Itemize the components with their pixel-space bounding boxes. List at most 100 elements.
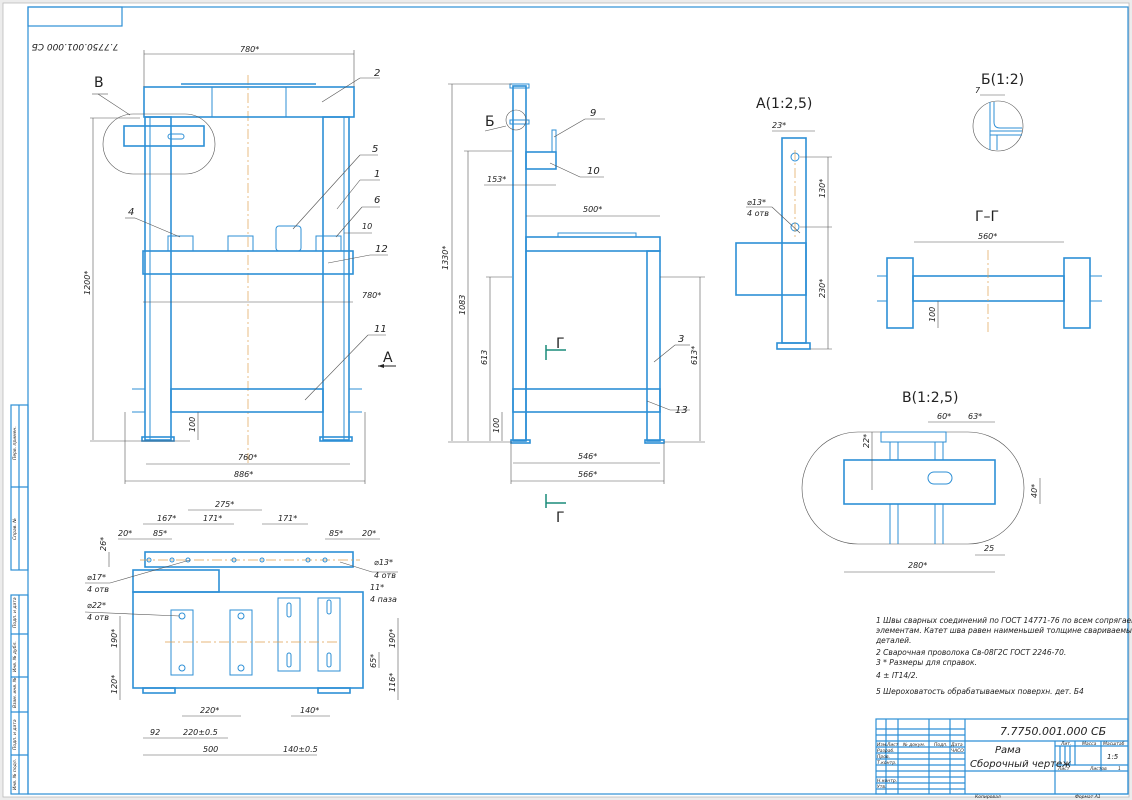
position-11: 11	[374, 324, 387, 335]
tb-sheets-value: 1	[1118, 766, 1121, 772]
note-1-line: элементам. Катет шва равен наименьшей то…	[876, 626, 1132, 635]
position-10: 10	[587, 166, 600, 177]
side-strip-label: Взам. инв. №	[12, 677, 18, 708]
dim-v-25: 25	[984, 544, 994, 553]
position-13: 13	[675, 405, 688, 416]
dim-side-1083: 1083	[458, 295, 467, 315]
view-v-marker: В	[94, 75, 104, 91]
technical-notes: 1 Швы сварных соединений по ГОСТ 14771-7…	[875, 616, 1132, 696]
tb-title-line2: Сборочный чертеж	[970, 758, 1071, 770]
dim-a-130: 130*	[818, 179, 827, 198]
callout-slot-11-count: 4 паза	[370, 595, 397, 604]
front-view: В 780* 1200* 780* 760* 886* 100 10 2 5 1…	[83, 45, 396, 484]
callout-slot-11: 11*	[370, 583, 384, 592]
dim-plan-190b: 190*	[388, 629, 397, 648]
callout-hole-13-count: 4 отв	[374, 571, 396, 580]
dim-plan-120: 120*	[110, 675, 119, 694]
dim-plan-20b: 20*	[362, 529, 376, 538]
position-9: 9	[590, 108, 596, 119]
dim-front-10: 10	[362, 222, 372, 231]
tb-row-approved: Утв.	[877, 784, 886, 790]
tb-header-izm: Изм.	[877, 742, 888, 748]
drawing-frame	[27, 6, 1129, 795]
section-g-marker-bottom: Г	[556, 510, 565, 526]
dim-side-100: 100	[492, 418, 501, 433]
dim-plan-140: 140*	[300, 706, 319, 715]
tb-sheets-label: Листов	[1089, 766, 1107, 772]
dim-a-hole-count: 4 отв	[747, 209, 769, 218]
dim-side-153: 153*	[487, 175, 506, 184]
dim-plan-220: 220*	[200, 706, 219, 715]
side-strip: Перв. примен. Справ. № Подп. и дата Инв.…	[10, 404, 29, 795]
tb-header-doc: № докум.	[902, 742, 925, 748]
position-5: 5	[372, 144, 378, 155]
tb-row-ncontrol: Н.контр.	[877, 778, 897, 784]
dim-front-height: 1200*	[83, 271, 92, 295]
dim-plan-190a: 190*	[110, 629, 119, 648]
dim-v-280: 280*	[908, 561, 927, 570]
note-5: 5 Шероховатость обрабатываемых поверхн. …	[876, 687, 1084, 696]
tb-mass-label: Масса	[1082, 741, 1097, 747]
callout-hole-22: ⌀22*	[87, 601, 106, 610]
dim-b-7: 7	[975, 86, 981, 95]
view-b-detail: Б(1:2) 7	[972, 72, 1024, 152]
dim-plan-65: 65*	[369, 654, 378, 668]
position-3: 3	[678, 334, 684, 345]
note-4: 4 ± IT14/2.	[876, 671, 918, 680]
tb-copied: Копировал	[975, 794, 1001, 800]
dim-front-top: 780*	[240, 45, 259, 54]
corner-drawing-number: 7.7750.001.000 СБ	[32, 41, 119, 51]
section-gg: Г–Г 560* 100	[877, 209, 1102, 335]
side-strip-label: Инв. № дубл.	[12, 641, 18, 672]
view-a-arrow-label: А	[383, 350, 393, 366]
dim-v-22: 22*	[862, 434, 871, 448]
dim-side-613-ref: 613*	[690, 346, 699, 365]
position-6: 6	[374, 195, 380, 206]
view-b-title: Б(1:2)	[981, 72, 1024, 88]
callout-hole-13: ⌀13*	[374, 558, 393, 567]
corner-number-box: 7.7750.001.000 СБ	[27, 6, 123, 51]
side-strip-label: Инв. № подл.	[12, 759, 18, 790]
tb-title-line1: Рама	[995, 745, 1021, 756]
dim-side-500: 500*	[583, 205, 602, 214]
position-12: 12	[375, 244, 388, 255]
dim-a-230: 230*	[818, 279, 827, 298]
section-gg-title: Г–Г	[975, 209, 999, 225]
dim-plan-26: 26*	[99, 537, 108, 551]
dim-v-40: 40*	[1030, 484, 1039, 498]
tb-scale-value: 1:5	[1107, 753, 1119, 761]
dim-side-613: 613	[480, 350, 489, 365]
dim-side-1330: 1330*	[441, 246, 450, 270]
tb-drawing-number: 7.7750.001.000 СБ	[1000, 725, 1106, 738]
dim-a-23: 23*	[772, 121, 786, 130]
view-b-marker: Б	[485, 114, 495, 130]
side-view: Б 1330* 1083 613 100 613* 153* 500* 546*…	[441, 83, 705, 526]
view-v-title: В(1:2,5)	[902, 390, 958, 406]
callout-hole-17-count: 4 отв	[87, 585, 109, 594]
tb-header-list: Лист	[886, 742, 899, 748]
title-block: Изм. Лист № докум. Подп. Дата ЧАСО Разра…	[875, 718, 1129, 800]
dim-front-bottom-886: 886*	[234, 470, 253, 479]
tb-lit-label: Лит.	[1060, 741, 1071, 747]
dim-plan-20a: 20*	[118, 529, 132, 538]
dim-front-bottom-760: 760*	[238, 453, 257, 462]
view-v-detail: В(1:2,5) 60* 63* 22* 40* 25 280*	[801, 390, 1041, 573]
dim-plan-220-tol: 220±0.5	[183, 728, 218, 737]
dim-a-hole: ⌀13*	[747, 198, 766, 207]
dim-plan-116: 116*	[388, 673, 397, 692]
dim-plan-140-tol: 140±0.5	[283, 745, 318, 754]
dim-gg-100: 100	[928, 307, 937, 322]
position-2: 2	[374, 68, 380, 79]
view-a-title: А(1:2,5)	[756, 96, 812, 112]
tb-row-developer: Разраб.	[877, 748, 895, 754]
plan-view: 275* 167* 171* 171* 20* 85* 85* 20* 26* …	[84, 500, 399, 756]
dim-v-63: 63*	[968, 412, 982, 421]
tb-row-tcontrol: Т.контр.	[877, 760, 897, 766]
note-1-line: деталей.	[875, 636, 911, 645]
note-1: 1 Швы сварных соединений по ГОСТ 14771-7…	[875, 616, 1132, 645]
dim-gg-560: 560*	[978, 232, 997, 241]
dim-side-566: 566*	[578, 470, 597, 479]
position-4: 4	[128, 207, 134, 218]
dim-v-60: 60*	[937, 412, 951, 421]
